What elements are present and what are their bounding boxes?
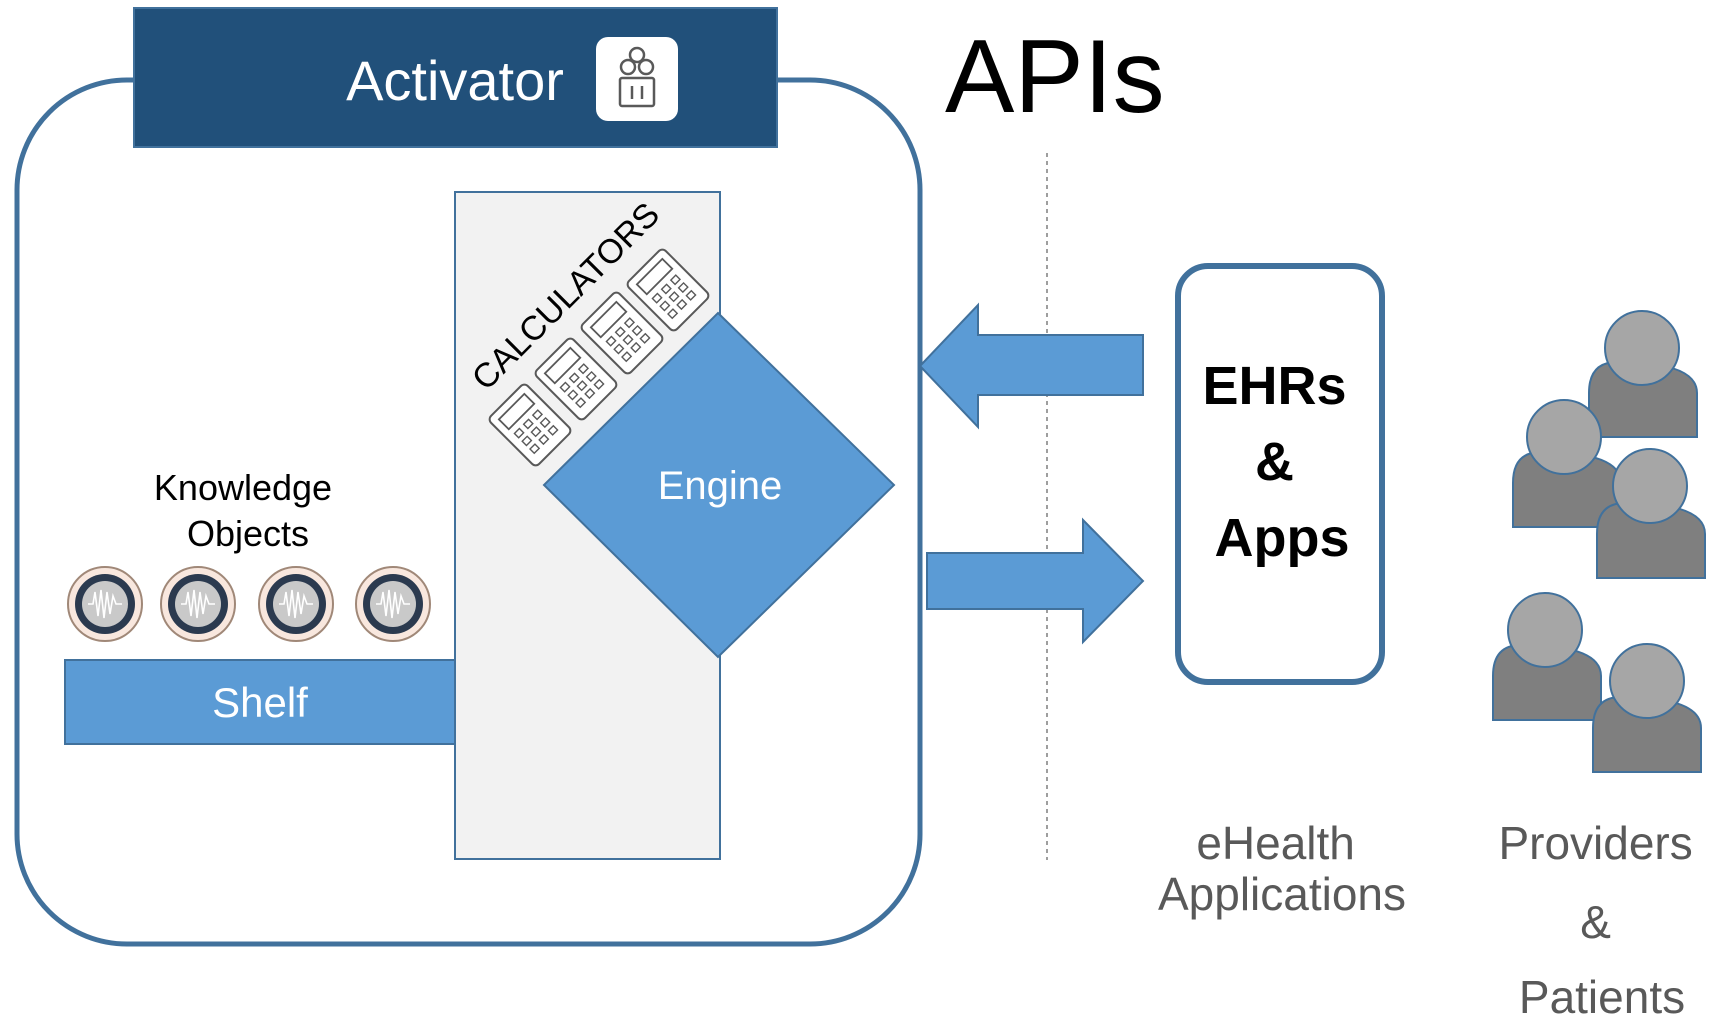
- knowledge-objects-label-line1: Knowledge: [154, 467, 332, 508]
- arrow-right-icon: [926, 517, 1145, 645]
- ehr-apps-label: EHRs & Apps: [1202, 356, 1361, 568]
- knowledge-objects-label-line2: Objects: [187, 513, 309, 554]
- ehr-apps-box: [1175, 263, 1385, 685]
- ehealth-applications-caption: eHealth Applications: [1158, 817, 1406, 920]
- engine-label: Engine: [658, 464, 783, 508]
- apis-label: APIs: [945, 19, 1165, 135]
- person-icon: [1592, 643, 1702, 773]
- ehealth-caption-line1: eHealth: [1196, 817, 1355, 869]
- calculator-icon: [534, 337, 618, 421]
- arrow-left-icon: [918, 302, 1144, 430]
- knowledge-object-icon: [67, 566, 143, 642]
- activator-icon: [596, 37, 678, 121]
- knowledge-objects-label: Knowledge Objects: [154, 467, 342, 554]
- engine-diamond: [542, 311, 896, 659]
- people-caption-line1: Providers: [1498, 817, 1692, 869]
- person-icon: [1588, 310, 1698, 438]
- people-caption-line3: Patients: [1519, 971, 1685, 1019]
- knowledge-object-icon: [160, 566, 236, 642]
- person-icon: [1596, 448, 1706, 579]
- calculator-icon: [488, 383, 572, 467]
- person-icon: [1512, 399, 1622, 528]
- providers-patients-caption: Providers & Patients: [1498, 817, 1705, 1019]
- knowledge-object-icon: [258, 566, 334, 642]
- calculator-icon: [580, 291, 664, 375]
- shelf: [64, 659, 456, 745]
- person-icon: [1492, 592, 1602, 721]
- shelf-label: Shelf: [212, 679, 308, 726]
- ehr-apps-line1: EHRs: [1202, 356, 1346, 416]
- ehealth-caption-line2: Applications: [1158, 868, 1406, 920]
- ehr-apps-line2: &: [1255, 432, 1294, 492]
- knowledge-object-icon: [355, 566, 431, 642]
- calculator-icon: [626, 248, 710, 332]
- people-caption-line2: &: [1580, 896, 1611, 948]
- ehr-apps-line3: Apps: [1215, 508, 1350, 568]
- activator-title: Activator: [346, 49, 564, 112]
